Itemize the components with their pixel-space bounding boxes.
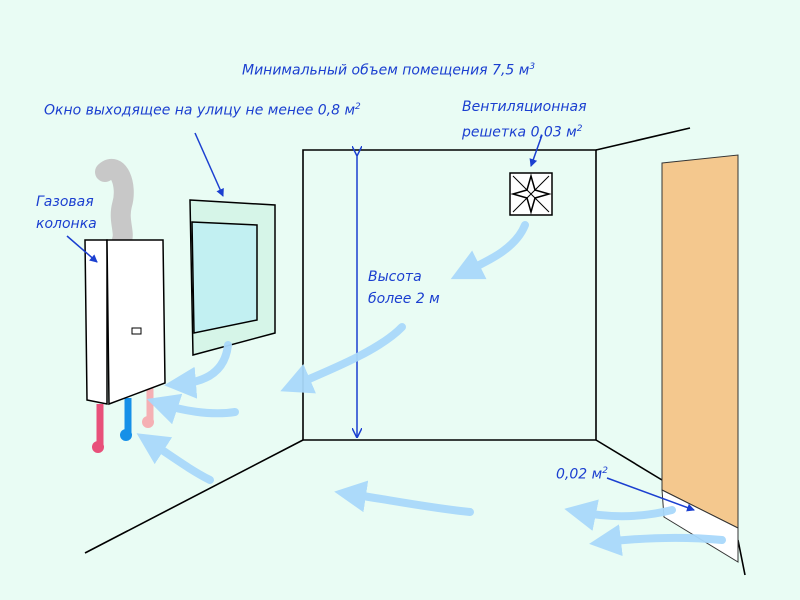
room-walls: [84, 127, 746, 576]
window: [189, 199, 276, 356]
airflow-arrows: [136, 221, 726, 557]
ventilation-grille-icon: [509, 172, 553, 216]
door-vent-label: 0,02 м2: [556, 466, 608, 483]
door: [661, 154, 739, 529]
chimney-smoke: [95, 159, 134, 250]
room-volume-title: Минимальный объем помещения 7,5 м3: [242, 62, 536, 79]
window-label: Окно выходящее на улицу не менее 0,8 м2: [44, 102, 361, 119]
gas-heater: [84, 239, 166, 406]
